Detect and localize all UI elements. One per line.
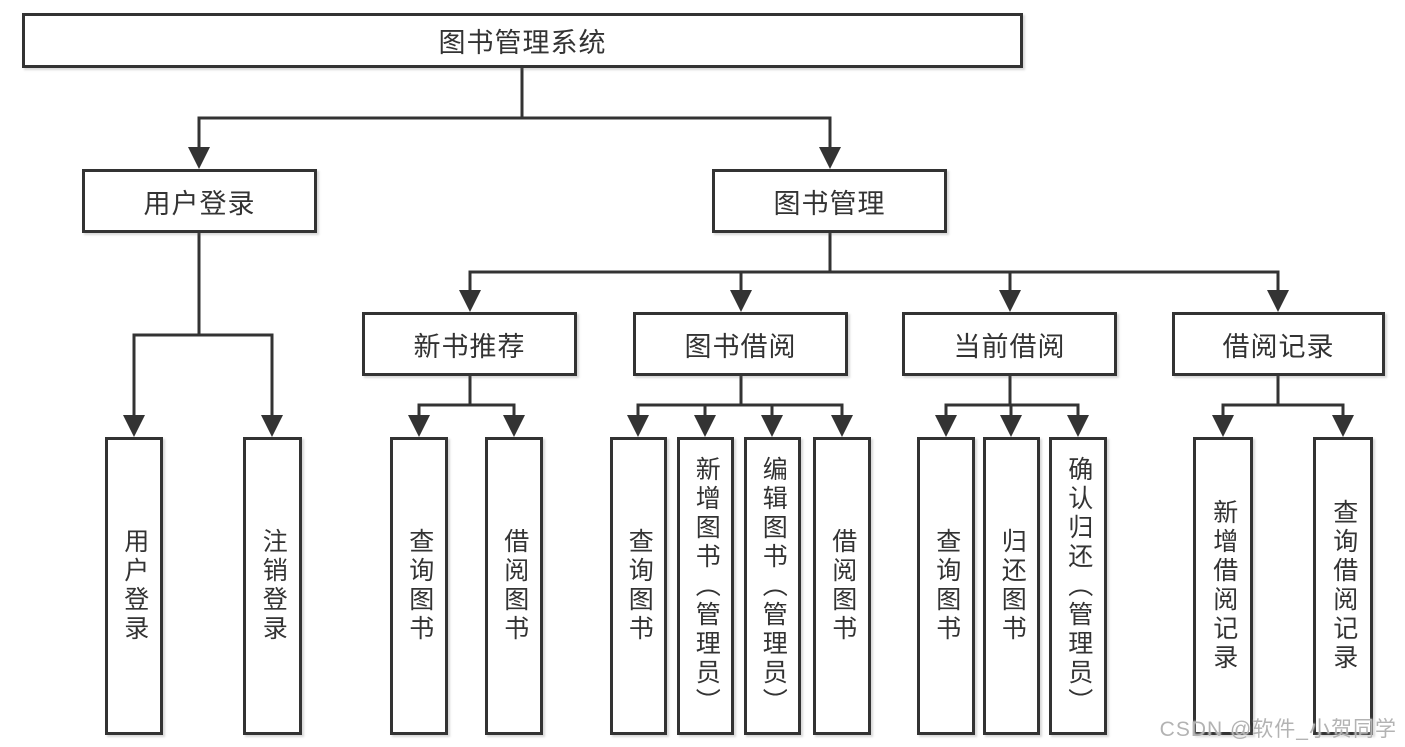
leaf-query-books-current: 查询图书 bbox=[917, 437, 975, 735]
leaf-return-books: 归还图书 bbox=[983, 437, 1040, 735]
node-new-book-recommendation: 新书推荐 bbox=[362, 312, 577, 376]
node-library-management-system: 图书管理系统 bbox=[22, 13, 1023, 68]
leaf-edit-books-admin: 编辑图书（管理员） bbox=[744, 437, 801, 735]
node-current-borrowing: 当前借阅 bbox=[902, 312, 1117, 376]
node-user-login: 用户登录 bbox=[82, 169, 317, 233]
leaf-confirm-return-admin: 确认归还（管理员） bbox=[1049, 437, 1107, 735]
node-book-borrowing: 图书借阅 bbox=[633, 312, 848, 376]
leaf-add-books-admin: 新增图书（管理员） bbox=[677, 437, 734, 735]
leaf-query-books-recommend: 查询图书 bbox=[390, 437, 448, 735]
node-book-management: 图书管理 bbox=[712, 169, 947, 233]
leaf-add-borrowing-record: 新增借阅记录 bbox=[1193, 437, 1253, 735]
leaf-borrow-books: 借阅图书 bbox=[813, 437, 871, 735]
leaf-logout: 注销登录 bbox=[243, 437, 302, 735]
node-borrowing-records: 借阅记录 bbox=[1172, 312, 1385, 376]
leaf-user-login: 用户登录 bbox=[105, 437, 163, 735]
leaf-borrow-books-recommend: 借阅图书 bbox=[485, 437, 543, 735]
leaf-query-borrowing-record: 查询借阅记录 bbox=[1313, 437, 1373, 735]
csdn-watermark: CSDN @软件_小贺同学 bbox=[1159, 718, 1397, 741]
leaf-query-books-borrow: 查询图书 bbox=[610, 437, 667, 735]
